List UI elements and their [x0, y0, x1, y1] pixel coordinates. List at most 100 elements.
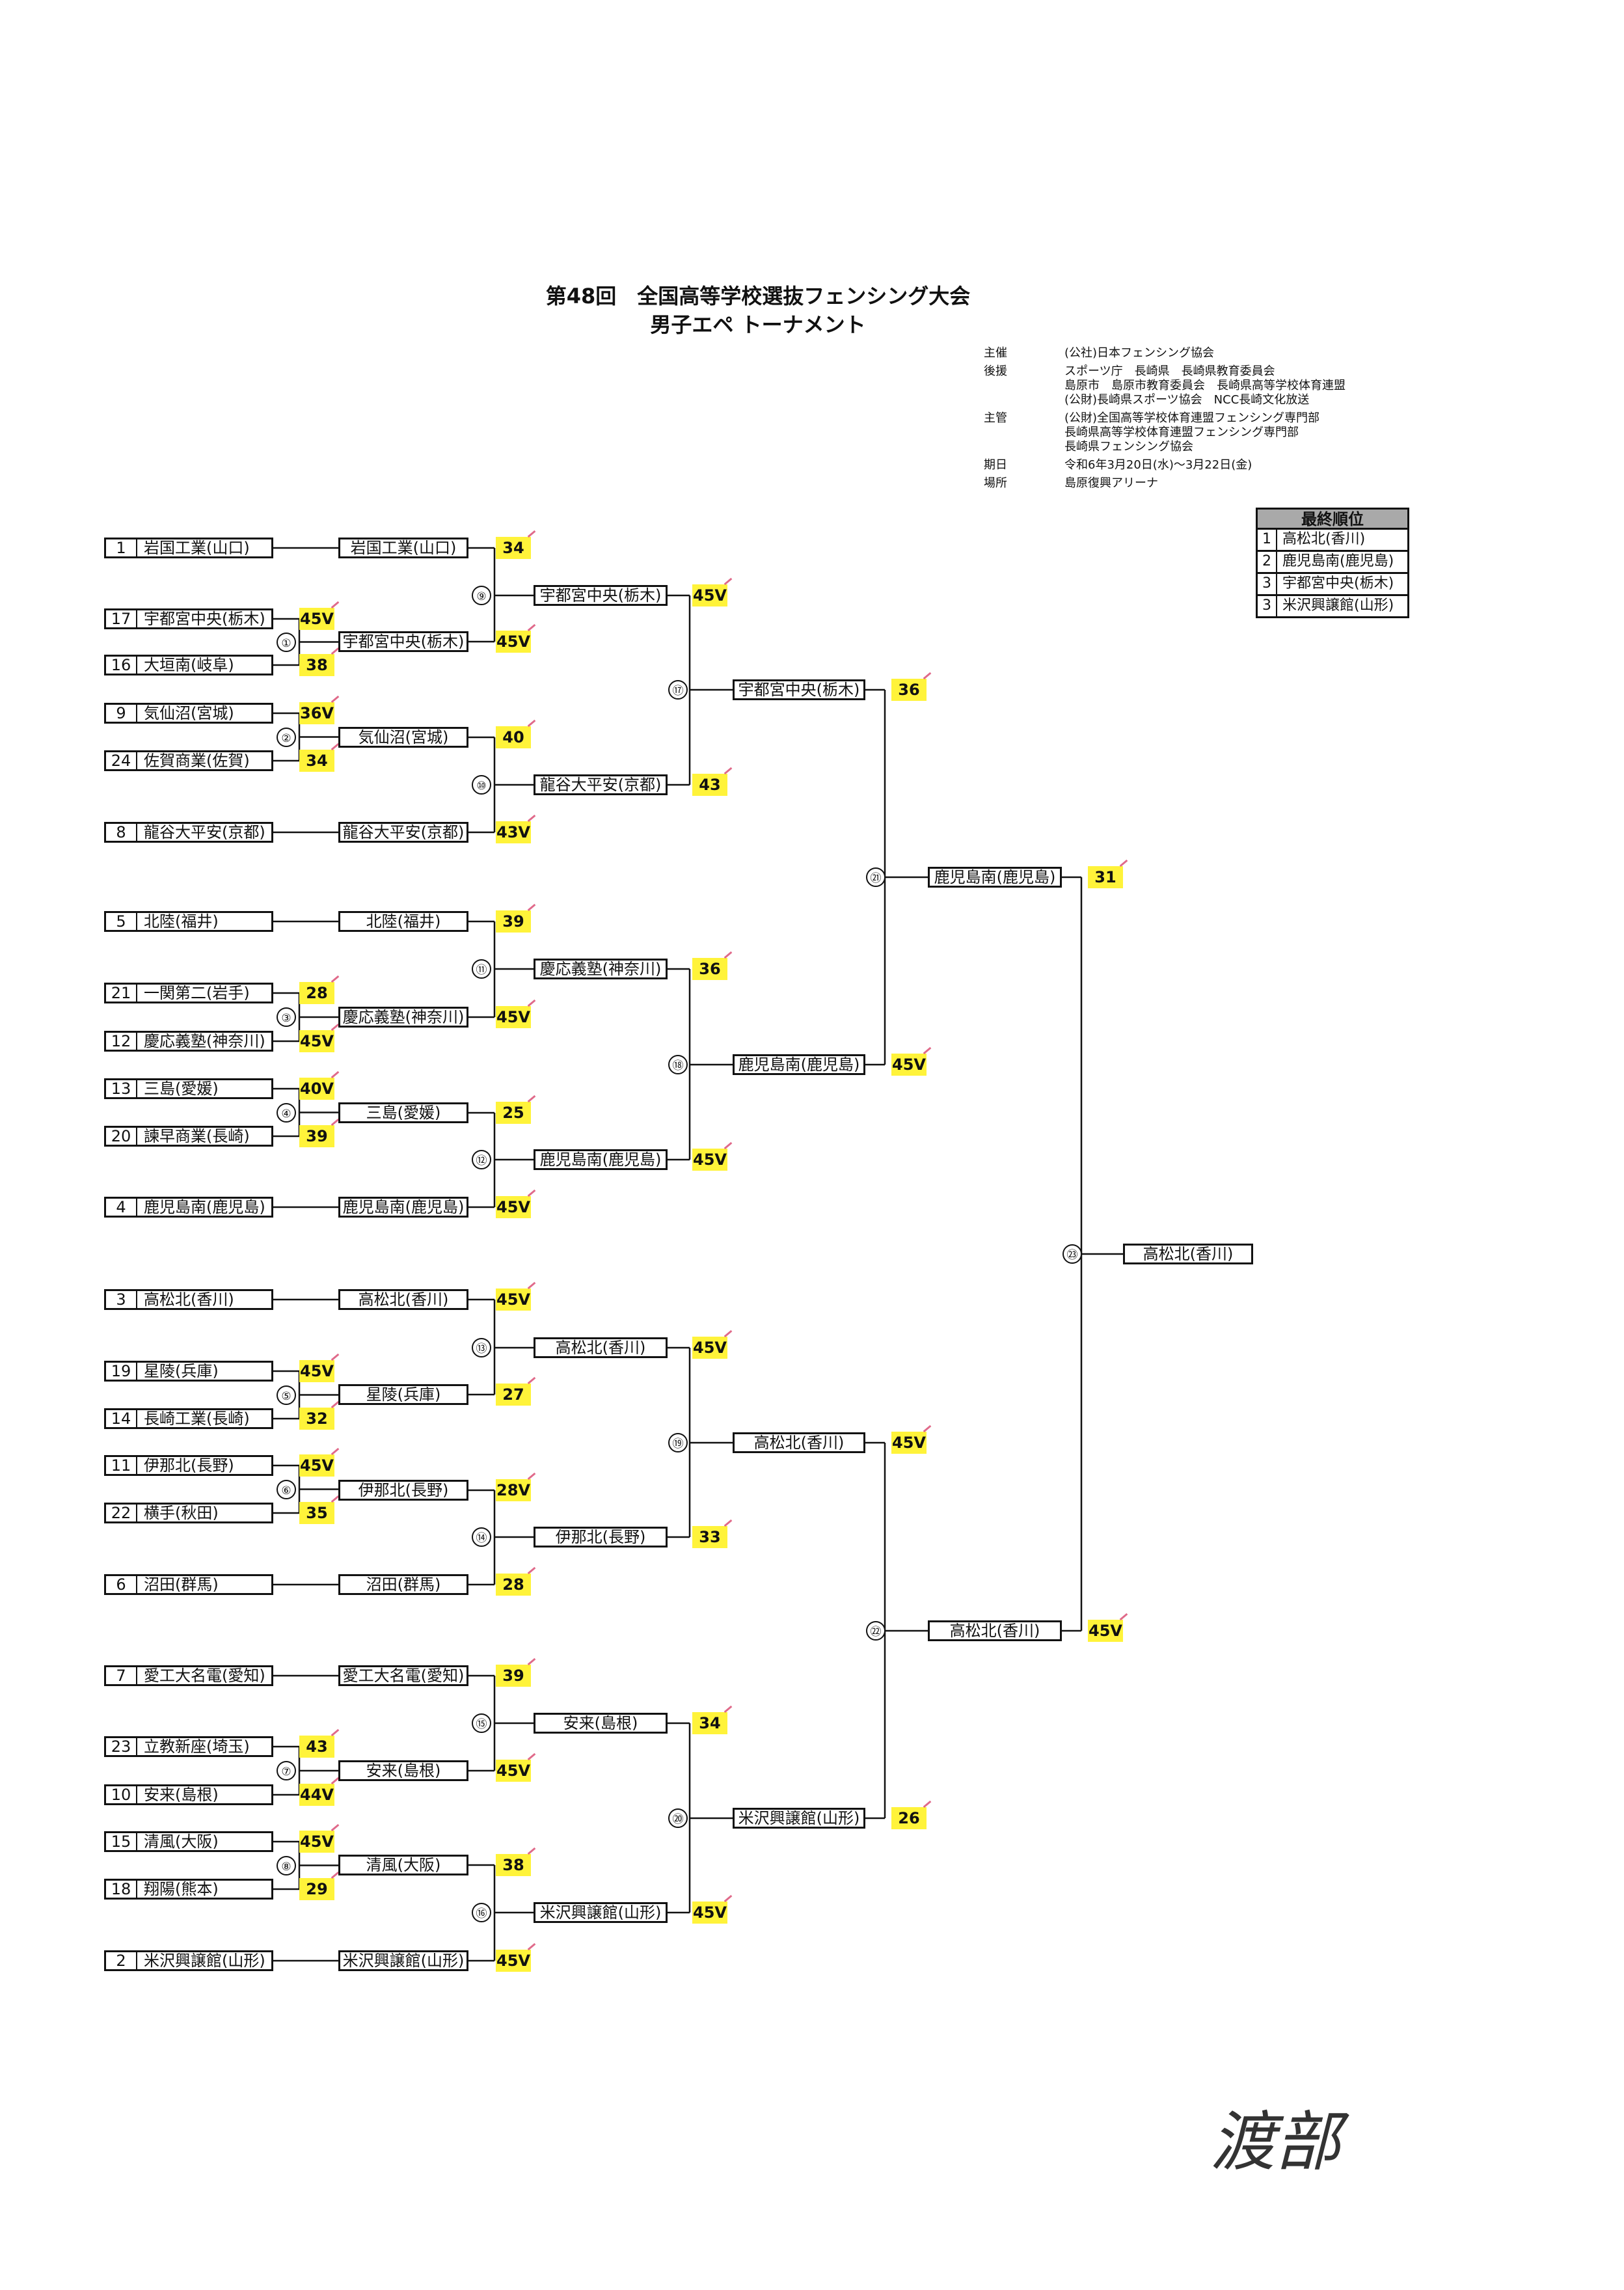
entrant-school: 岩国工業(山口)	[144, 539, 250, 557]
score-label: 28V	[496, 1479, 531, 1501]
entrant-seed: 14	[106, 1410, 137, 1427]
match-number: ⑤	[277, 1385, 296, 1405]
score-label: 32	[299, 1408, 334, 1430]
score-label: 29	[299, 1878, 334, 1900]
entrant-seed: 5	[106, 913, 137, 930]
match-number: ⑭	[472, 1527, 491, 1547]
score-label: 36V	[299, 702, 334, 724]
entrant-seed: 20	[106, 1128, 137, 1145]
round2-box: 岩国工業(山口)	[338, 538, 468, 558]
entrant-school: 愛工大名電(愛知)	[144, 1667, 265, 1685]
score-label: 45V	[496, 1760, 531, 1782]
entrant-seed: 10	[106, 1786, 137, 1803]
score-label: 40	[496, 726, 531, 748]
round2-box: 宇都宮中央(栃木)	[338, 631, 468, 652]
score-label: 45V	[1088, 1620, 1123, 1642]
entrant-seed: 12	[106, 1033, 137, 1050]
entrant-seed: 11	[106, 1457, 137, 1474]
semifinal-box: 高松北(香川)	[928, 1620, 1062, 1641]
score-label: 34	[496, 537, 531, 559]
ranking-school: 鹿児島南(鹿児島)	[1282, 553, 1394, 569]
title-line1: 第48回 全国高等学校選抜フェンシング大会	[545, 284, 971, 308]
match-number: ③	[277, 1007, 296, 1027]
round4-box: 米沢興譲館(山形)	[733, 1808, 865, 1829]
match-number: ⑩	[472, 775, 491, 795]
entrant-school: 立教新座(埼玉)	[144, 1738, 250, 1756]
entrant-seed: 22	[106, 1505, 137, 1521]
entrant-school: 沼田(群馬)	[144, 1575, 219, 1594]
entrant-seed: 3	[106, 1291, 137, 1308]
meta-value: (公財)全国高等学校体育連盟フェンシング専門部	[1064, 411, 1320, 425]
score-label: 44V	[299, 1784, 334, 1806]
entrant-seed: 17	[106, 610, 137, 627]
entrant-school: 米沢興譲館(山形)	[144, 1952, 265, 1970]
entrant-box: 21 一関第二(岩手)	[104, 983, 273, 1003]
score-label: 45V	[692, 1337, 727, 1359]
entrant-seed: 21	[106, 985, 137, 1002]
entrant-school: 横手(秋田)	[144, 1504, 219, 1522]
ranking-position: 3	[1258, 574, 1277, 594]
entrant-seed: 13	[106, 1080, 137, 1097]
score-label: 33	[692, 1526, 727, 1548]
match-number: ㉒	[866, 1621, 886, 1641]
round3-box: 龍谷大平安(京都)	[534, 774, 668, 795]
entrant-seed: 6	[106, 1576, 137, 1593]
score-label: 27	[496, 1384, 531, 1406]
score-label: 45V	[891, 1432, 927, 1454]
round2-box: 米沢興譲館(山形)	[338, 1950, 468, 1971]
score-label: 45V	[496, 631, 531, 653]
entrant-seed: 2	[106, 1952, 137, 1969]
meta-value: 令和6年3月20日(水)～3月22日(金)	[1064, 458, 1252, 472]
meta-key: 場所	[984, 476, 1007, 490]
score-label: 45V	[299, 1360, 334, 1382]
entrant-school: 気仙沼(宮城)	[144, 704, 234, 722]
round2-box: 気仙沼(宮城)	[338, 727, 468, 748]
score-label: 36	[692, 958, 727, 980]
round2-box: 龍谷大平安(京都)	[338, 822, 468, 843]
match-number: ⑳	[668, 1808, 688, 1828]
match-number: ⑦	[277, 1761, 296, 1780]
score-label: 43	[299, 1736, 334, 1758]
entrant-school: 清風(大阪)	[144, 1833, 219, 1851]
ranking-school: 高松北(香川)	[1282, 531, 1366, 547]
round4-box: 宇都宮中央(栃木)	[733, 679, 865, 700]
score-label: 45V	[496, 1006, 531, 1028]
tournament-info: 主催(公社)日本フェンシング協会後援スポーツ庁 長崎県 長崎県教育委員会島原市 …	[984, 346, 1439, 496]
round2-box: 高松北(香川)	[338, 1289, 468, 1310]
score-label: 31	[1088, 866, 1123, 888]
round2-box: 愛工大名電(愛知)	[338, 1665, 468, 1686]
score-label: 45V	[299, 1831, 334, 1853]
meta-value: 長崎県フェンシング協会	[1064, 440, 1193, 454]
entrant-box: 2 米沢興譲館(山形)	[104, 1950, 273, 1971]
title-line2: 男子エペ トーナメント	[650, 312, 866, 337]
ranking-position: 1	[1258, 530, 1277, 550]
match-number: ④	[277, 1102, 296, 1123]
match-number: ⑮	[472, 1713, 491, 1733]
match-number: ⑧	[277, 1855, 296, 1875]
score-label: 38	[496, 1854, 531, 1876]
match-number: ⑲	[668, 1433, 688, 1452]
round3-box: 安来(島根)	[534, 1713, 668, 1734]
meta-key: 期日	[984, 458, 1007, 472]
meta-value: 長崎県高等学校体育連盟フェンシング専門部	[1064, 426, 1299, 439]
round2-box: 沼田(群馬)	[338, 1574, 468, 1595]
entrant-seed: 8	[106, 824, 137, 841]
entrant-school: 龍谷大平安(京都)	[144, 823, 265, 841]
meta-value: 島原市 島原市教育委員会 長崎県高等学校体育連盟	[1064, 379, 1346, 392]
handwritten-signature: 渡部	[1210, 2104, 1340, 2180]
match-number: ②	[277, 727, 296, 747]
score-label: 25	[496, 1102, 531, 1124]
entrant-school: 一関第二(岩手)	[144, 984, 250, 1002]
